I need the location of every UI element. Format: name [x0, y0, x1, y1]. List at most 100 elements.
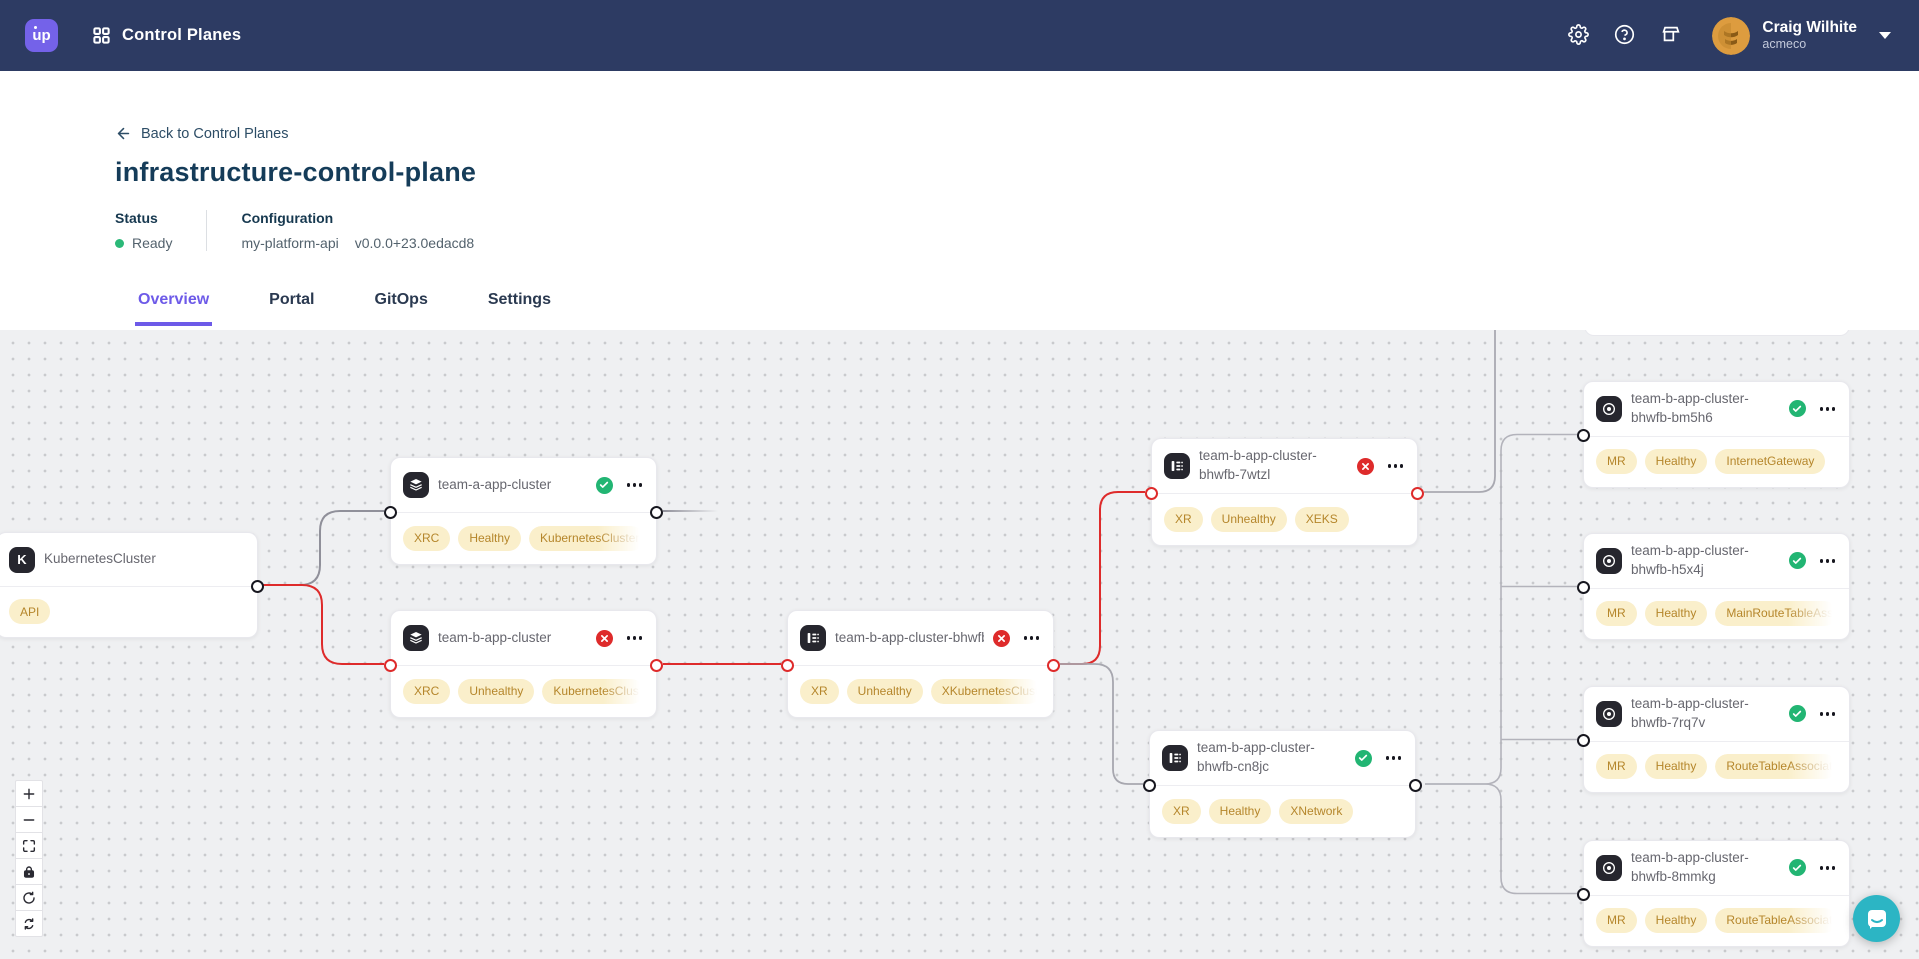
badge-internetgateway: InternetGateway: [1715, 448, 1826, 474]
status-healthy-icon: [1788, 552, 1806, 570]
node-divider: [391, 512, 656, 513]
left-connection-handle[interactable]: [384, 505, 397, 519]
configuration-version: v0.0.0+23.0edacd8: [354, 235, 475, 251]
status-unhealthy-icon: [595, 629, 613, 647]
partial-node-card[interactable]: [1584, 330, 1850, 336]
badge-healthy: Healthy: [1644, 907, 1708, 933]
user-org: acmeco: [1762, 37, 1807, 52]
canvas-sync-button[interactable]: [15, 910, 43, 937]
node-menu-button[interactable]: [1386, 460, 1406, 472]
status-unhealthy-icon: [992, 629, 1010, 647]
canvas-zoom-in-button[interactable]: [15, 780, 43, 807]
node-divider: [1584, 740, 1849, 742]
left-connection-handle[interactable]: [1145, 486, 1158, 500]
left-connection-handle[interactable]: [1577, 581, 1590, 594]
right-connection-handle[interactable]: [650, 658, 663, 672]
mr-resource-icon: [1596, 700, 1622, 727]
sync-icon: [21, 916, 37, 932]
marketplace-button[interactable]: [1660, 23, 1682, 48]
node-divider: [391, 665, 656, 666]
node-header: team-b-app-cluster-bhwfb-7wtzl: [1152, 439, 1417, 493]
node-menu-button[interactable]: [1384, 752, 1404, 764]
back-link[interactable]: Back to Control Planes: [115, 125, 289, 142]
configuration-column: Configuration my-platform-api v0.0.0+23.…: [206, 210, 508, 251]
settings-gear-button[interactable]: [1568, 23, 1590, 48]
node-menu-button[interactable]: [625, 632, 645, 644]
node-menu-button[interactable]: [1022, 632, 1042, 644]
zoom-out-icon: [21, 812, 37, 828]
status-healthy-icon: [1788, 705, 1806, 723]
canvas-lock-button[interactable]: [15, 858, 43, 885]
user-block[interactable]: Craig Wilhite acmeco: [1762, 19, 1857, 51]
left-connection-handle[interactable]: [1577, 888, 1590, 901]
tab-portal[interactable]: Portal: [266, 291, 317, 326]
canvas-rotate-button[interactable]: [15, 884, 43, 911]
right-connection-handle[interactable]: [251, 579, 264, 593]
chat-bubble-button[interactable]: [1853, 895, 1900, 942]
xr-resource-icon: [1164, 453, 1190, 479]
mr-resource-icon: [1596, 547, 1622, 574]
tab-gitops[interactable]: GitOps: [372, 291, 431, 326]
chevron-down-icon[interactable]: [1879, 32, 1891, 39]
rotate-icon: [21, 890, 37, 906]
canvas-fit-view-button[interactable]: [15, 832, 43, 859]
node-title: team-b-app-cluster-bhwfb-cn8jc: [1197, 740, 1315, 774]
node-menu-button[interactable]: [1818, 403, 1838, 415]
left-connection-handle[interactable]: [384, 658, 397, 672]
xrc-resource-icon: [403, 625, 429, 651]
node-header: team-b-app-cluster-bhwfb-8mmkg: [1584, 841, 1849, 895]
upbound-logo[interactable]: up: [25, 19, 58, 52]
badge-kubernetescluster: KubernetesCluster: [542, 678, 644, 704]
right-connection-handle[interactable]: [650, 505, 663, 519]
node-divider: [0, 586, 257, 587]
tab-overview[interactable]: Overview: [135, 291, 213, 326]
node-title: team-a-app-cluster: [438, 476, 552, 492]
right-connection-handle[interactable]: [1411, 486, 1424, 500]
canvas-zoom-out-button[interactable]: [15, 806, 43, 833]
badge-xr: XR: [1164, 506, 1203, 532]
node-title: team-b-app-cluster-bhwfb-h5x4j: [1631, 542, 1749, 577]
right-connection-handle[interactable]: [1047, 658, 1060, 672]
status-column: Status Ready: [115, 210, 206, 251]
back-link-label: Back to Control Planes: [141, 125, 289, 142]
app-title: Control Planes: [122, 26, 242, 44]
node-menu-button[interactable]: [1818, 708, 1838, 720]
left-connection-handle[interactable]: [781, 658, 794, 672]
tab-settings[interactable]: Settings: [485, 291, 554, 326]
node-header: team-a-app-cluster: [391, 458, 656, 512]
status-healthy-icon: [1788, 400, 1806, 418]
avatar[interactable]: [1712, 16, 1751, 55]
left-connection-handle[interactable]: [1577, 734, 1590, 747]
badge-xr: XR: [800, 678, 839, 704]
node-menu-button[interactable]: [1818, 555, 1838, 567]
badge-mr: MR: [1596, 907, 1637, 933]
help-button[interactable]: [1614, 24, 1635, 48]
left-connection-handle[interactable]: [1577, 429, 1590, 442]
badge-xrc: XRC: [403, 678, 451, 704]
badge-healthy: Healthy: [458, 525, 522, 551]
node-divider: [788, 665, 1053, 666]
control-planes-grid-icon: [92, 26, 111, 45]
node-badges: MRHealthyMainRouteTableAssociation: [1584, 588, 1849, 640]
badge-xr: XR: [1162, 798, 1201, 824]
left-connection-handle[interactable]: [1143, 778, 1156, 792]
node-menu-button[interactable]: [625, 479, 645, 491]
right-connection-handle[interactable]: [1409, 778, 1422, 792]
user-name: Craig Wilhite: [1762, 19, 1857, 37]
badge-xkubernetescluster: XKubernetesCluster: [930, 678, 1041, 704]
node-menu-button[interactable]: [1818, 862, 1838, 874]
